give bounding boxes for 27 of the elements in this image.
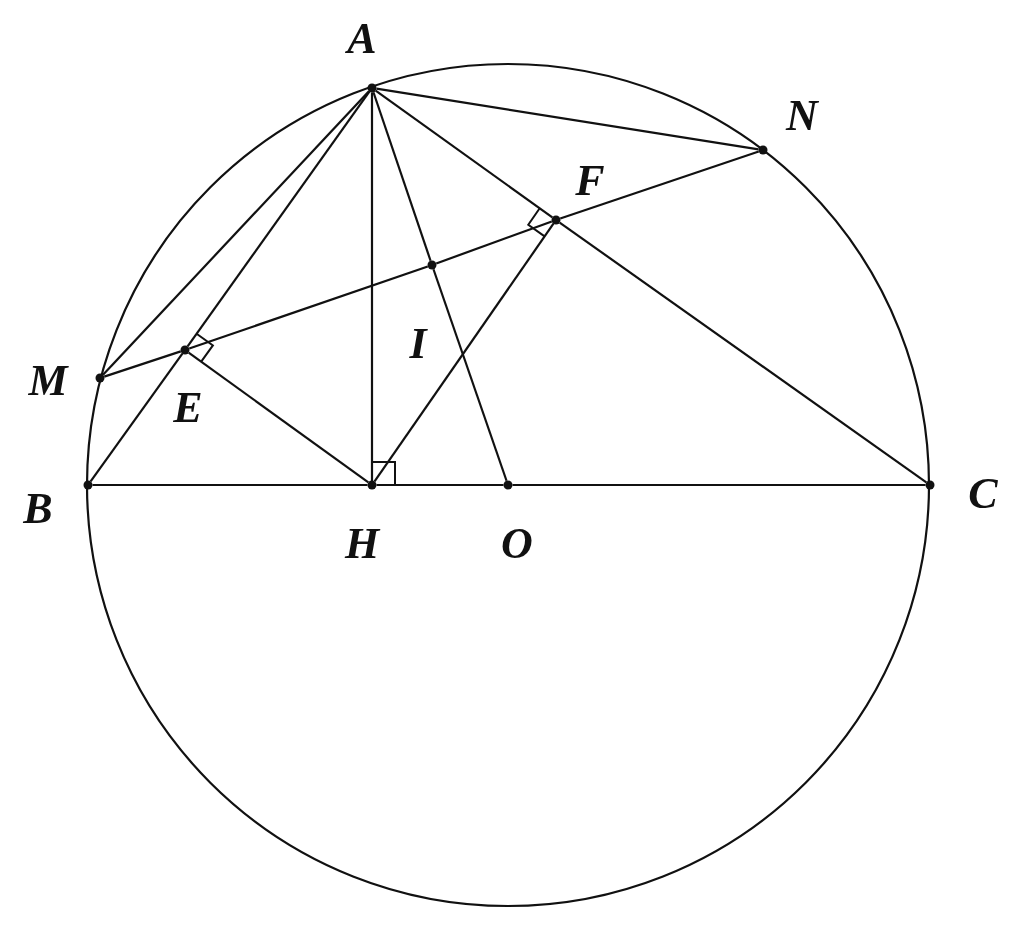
labeled-point: H [344,461,396,568]
labeled-point: N [758,91,818,155]
labeled-point: E [173,332,215,432]
line-segment [435,220,553,265]
line-segment [186,91,371,347]
line-segment [188,351,369,484]
line-segment [376,87,759,151]
line-segment [559,150,760,220]
line-segment [103,350,182,378]
line-segment [92,483,368,487]
labeled-point: I [409,260,437,368]
line-segment [375,89,553,219]
labeled-point: O [501,480,533,568]
line-segment [512,483,926,487]
labeled-point: F [526,156,605,238]
line-segment [102,90,370,376]
line-segment [372,91,432,262]
labeled-point: M [28,356,105,405]
line-segment [373,223,555,482]
line-segment [89,353,184,482]
line-segment [432,268,508,482]
line-segment [188,265,429,350]
labeled-point: C [925,469,998,518]
line-segment [376,483,504,487]
labeled-point: A [347,14,377,93]
labeled-point: B [23,480,93,533]
line-segment [559,221,927,484]
